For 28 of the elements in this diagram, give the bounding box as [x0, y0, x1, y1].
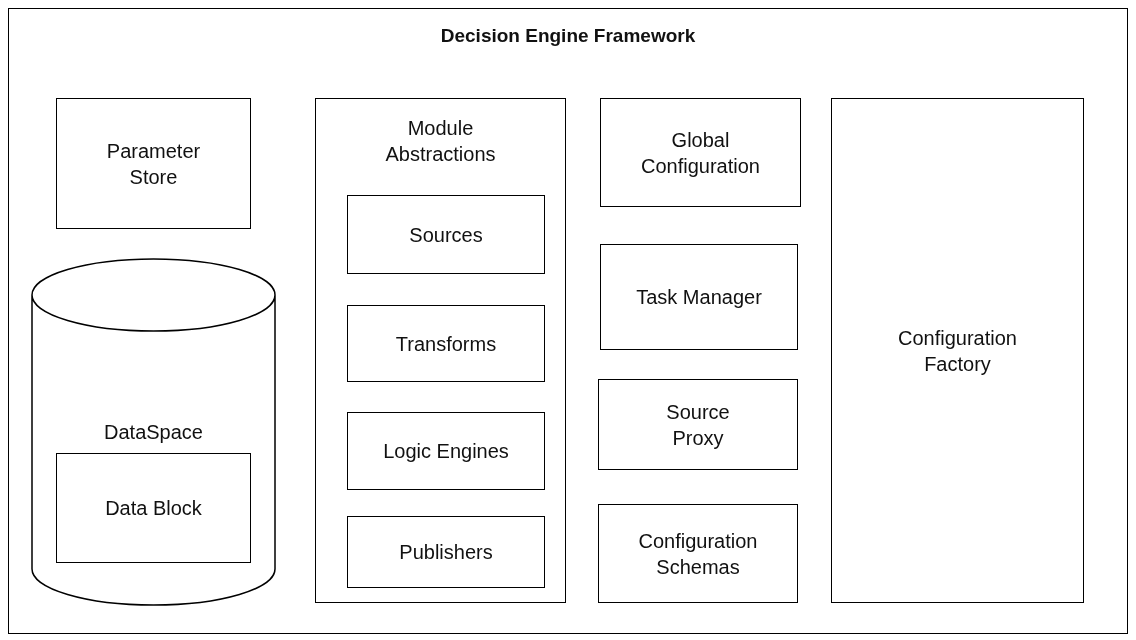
component-label: Module Abstractions	[384, 116, 497, 167]
component-label: Sources	[408, 222, 484, 248]
component-box	[347, 195, 545, 274]
component-label: Logic Engines	[382, 439, 510, 464]
frame-label: Decision Engine Framework	[439, 24, 697, 48]
component-label: Source Proxy	[665, 399, 731, 451]
component-label: Task Manager	[635, 285, 763, 310]
component-label: Configuration Schemas	[637, 528, 759, 580]
component-box	[598, 504, 798, 603]
component-label: Configuration Factory	[897, 325, 1018, 377]
component-box	[347, 305, 545, 382]
component-label: Parameter Store	[105, 138, 202, 190]
component-label: Publishers	[398, 540, 494, 565]
datastore-cylinder	[31, 259, 276, 605]
component-box	[56, 453, 251, 563]
component-box	[315, 98, 566, 603]
component-box	[600, 98, 801, 207]
component-label: Data Block	[104, 496, 203, 521]
component-label: Transforms	[394, 331, 498, 357]
component-box	[831, 98, 1084, 603]
component-box	[347, 412, 545, 490]
component-box	[56, 98, 251, 229]
component-box	[600, 244, 798, 350]
framework-frame	[8, 8, 1128, 634]
component-box	[347, 516, 545, 588]
component-label: Global Configuration	[640, 127, 761, 179]
component-label: DataSpace	[103, 420, 204, 445]
component-box	[598, 379, 798, 470]
